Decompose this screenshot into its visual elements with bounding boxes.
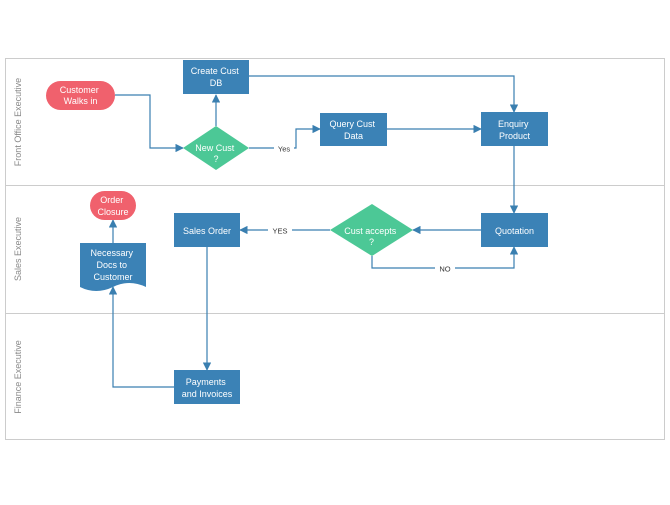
- node-line: Sales Order: [183, 226, 231, 236]
- node-line: Customer: [60, 85, 99, 95]
- node-line: Walks in: [64, 96, 98, 106]
- node-line: DB: [210, 78, 223, 88]
- edge-payments-to-docs: [108, 286, 174, 388]
- node-line: Cust accepts: [344, 226, 397, 236]
- node-line: ?: [213, 154, 218, 164]
- lane-label-finance: Finance Executive: [13, 340, 23, 414]
- node-label-sales-order: Sales Order: [183, 226, 231, 236]
- node-line: ?: [369, 237, 374, 247]
- lane-label-sales: Sales Executive: [13, 217, 23, 281]
- node-cust-accepts-decision[interactable]: Cust accepts ?: [330, 204, 413, 256]
- edge-label-bg-no-accepts: [435, 263, 455, 274]
- node-label-enquiry-product: Enquiry Product: [498, 119, 531, 141]
- node-create-cust-db[interactable]: Create Cust DB: [183, 60, 249, 94]
- node-line: New Cust: [195, 143, 235, 153]
- edge-createdb-to-enquiry: [249, 75, 519, 113]
- node-line: Query Cust: [329, 119, 375, 129]
- node-label-necessary-docs: Necessary Docs to Customer: [90, 248, 135, 282]
- node-line: Customer: [93, 272, 132, 282]
- node-payments-invoices[interactable]: Payments and Invoices: [174, 370, 240, 404]
- node-new-cust-decision[interactable]: New Cust ?: [183, 126, 249, 170]
- node-query-cust-data[interactable]: Query Cust Data: [320, 113, 387, 146]
- node-line: Necessary: [90, 248, 133, 258]
- node-line: Product: [499, 131, 531, 141]
- node-necessary-docs[interactable]: Necessary Docs to Customer: [80, 243, 146, 291]
- edge-labels: Yes YES NO: [268, 143, 455, 274]
- node-order-closure[interactable]: Order Closure: [90, 191, 136, 220]
- node-line: Order: [100, 195, 123, 205]
- edge-label-bg-yes-accepts: [268, 225, 292, 236]
- node-label-order-closure: Order Closure: [97, 195, 128, 217]
- edge-newcust-to-query: [249, 124, 321, 149]
- lane-label-front-office: Front Office Executive: [13, 78, 23, 166]
- edge-customer-to-newcust: [115, 94, 184, 153]
- edges: [108, 75, 519, 388]
- node-label-query-cust-data: Query Cust Data: [329, 119, 377, 141]
- node-enquiry-product[interactable]: Enquiry Product: [481, 112, 548, 146]
- edge-label-yes-newcust: Yes: [278, 145, 290, 154]
- node-label-payments-invoices: Payments and Invoices: [182, 377, 233, 399]
- edge-label-yes-accepts: YES: [272, 227, 287, 236]
- node-quotation[interactable]: Quotation: [481, 213, 548, 247]
- node-sales-order[interactable]: Sales Order: [174, 213, 240, 247]
- node-line: Enquiry: [498, 119, 529, 129]
- node-line: Data: [344, 131, 363, 141]
- node-label-cust-accepts: Cust accepts ?: [344, 226, 399, 247]
- node-line: Docs to: [96, 260, 127, 270]
- node-line: Create Cust: [191, 66, 240, 76]
- swimlanes: Front Office Executive Sales Executive F…: [5, 58, 665, 440]
- nodes: Customer Walks in Create Cust DB New Cus…: [46, 60, 548, 404]
- node-label-new-cust: New Cust ?: [195, 143, 237, 164]
- node-label-customer-walks-in: Customer Walks in: [60, 85, 102, 106]
- edge-label-no-accepts: NO: [439, 265, 450, 274]
- node-line: Payments: [186, 377, 227, 387]
- node-line: and Invoices: [182, 389, 233, 399]
- node-label-quotation: Quotation: [495, 226, 534, 236]
- node-label-create-cust-db: Create Cust DB: [191, 66, 242, 88]
- node-line: Closure: [97, 207, 128, 217]
- node-line: Quotation: [495, 226, 534, 236]
- node-customer-walks-in[interactable]: Customer Walks in: [46, 81, 115, 110]
- lane-finance: [5, 313, 665, 440]
- edge-label-bg-yes-newcust: [274, 143, 294, 154]
